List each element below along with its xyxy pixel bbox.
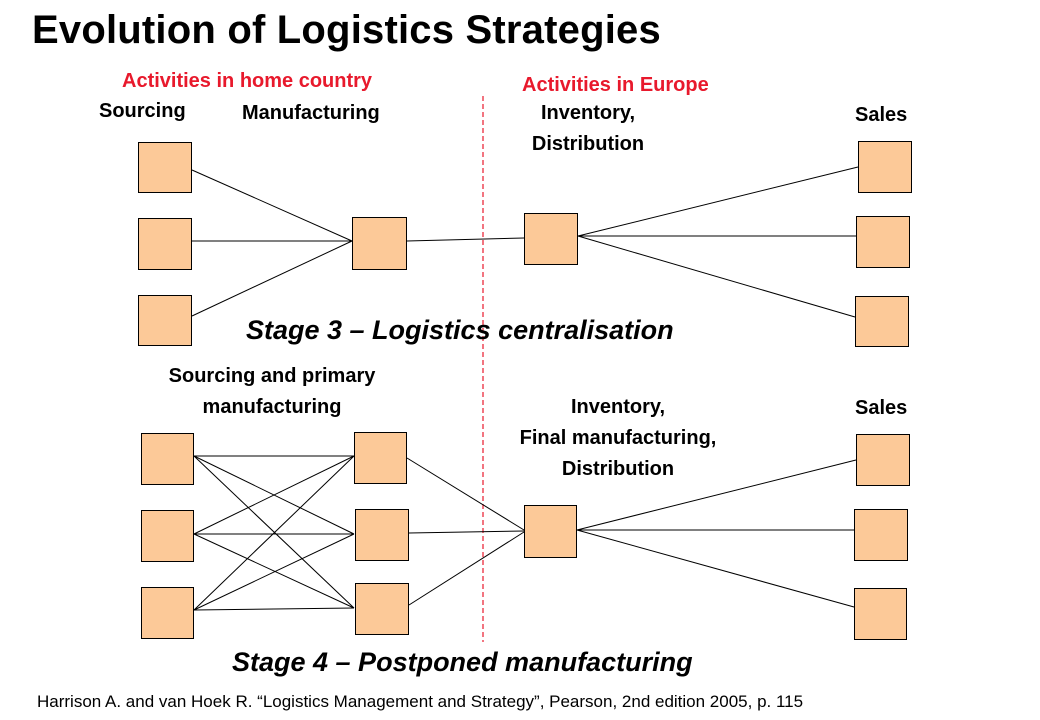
stage3-inventory-line1: Inventory, xyxy=(540,102,636,124)
link xyxy=(191,240,353,317)
link xyxy=(193,533,355,611)
stage3-inventory-line2: Distribution xyxy=(531,133,645,155)
stage4-caption: Stage 4 – Postponed manufacturing xyxy=(232,647,693,677)
link xyxy=(193,455,355,535)
stage4-inventory-line3: Distribution xyxy=(561,458,675,480)
link xyxy=(577,235,856,318)
stage3-sourcing-node-3 xyxy=(138,295,192,346)
europe-header: Activities in Europe xyxy=(522,74,709,96)
stage3-inventory-node xyxy=(524,213,578,265)
page-title: Evolution of Logistics Strategies xyxy=(32,8,661,52)
stage4-sourcing-label: Sourcing and primary manufacturing xyxy=(122,361,422,423)
link xyxy=(408,530,525,534)
stage4-sourcing-node-2 xyxy=(141,510,194,562)
stage4-inventory-line2: Final manufacturing, xyxy=(519,427,717,449)
link xyxy=(193,455,355,611)
stage4-sourcing-line2: manufacturing xyxy=(202,396,342,418)
link xyxy=(576,529,855,608)
stage3-sales-node-3 xyxy=(855,296,909,347)
stage4-sales-node-3 xyxy=(854,588,907,640)
stage4-links xyxy=(193,455,857,611)
citation: Harrison A. and van Hoek R. “Logistics M… xyxy=(37,692,804,711)
stage4-inventory-line1: Inventory, xyxy=(570,396,666,418)
stage4-sales-label: Sales xyxy=(855,397,908,419)
link xyxy=(191,169,353,242)
link xyxy=(577,166,859,237)
stage4-inventory-label: Inventory, Final manufacturing, Distribu… xyxy=(468,392,768,485)
stage3-sales-node-1 xyxy=(858,141,912,193)
stage4-sourcing-line1: Sourcing and primary xyxy=(168,365,376,387)
stage4-primary-mfg-node-3 xyxy=(355,583,409,635)
stage3-manufacturing-node xyxy=(352,217,407,270)
stage4-final-hub-node xyxy=(524,505,577,558)
stage4-sourcing-node-1 xyxy=(141,433,194,485)
stage3-sales-node-2 xyxy=(856,216,910,268)
stage4-primary-mfg-node-2 xyxy=(355,509,409,561)
link xyxy=(193,607,355,611)
stage4-sales-node-1 xyxy=(856,434,910,486)
home-country-header: Activities in home country xyxy=(122,70,373,92)
link xyxy=(193,533,355,609)
stage3-sourcing-label: Sourcing xyxy=(99,100,186,122)
stage4-primary-mfg-node-1 xyxy=(354,432,407,484)
stage3-links xyxy=(191,166,859,318)
stage3-sales-label: Sales xyxy=(855,104,908,126)
link xyxy=(408,531,525,606)
stage3-inventory-label: Inventory, Distribution xyxy=(498,98,678,160)
link xyxy=(193,455,355,609)
stage3-sourcing-node-2 xyxy=(138,218,192,270)
stage3-caption: Stage 3 – Logistics centralisation xyxy=(246,315,674,345)
stage3-sourcing-node-1 xyxy=(138,142,192,193)
stage4-sales-node-2 xyxy=(854,509,908,561)
link xyxy=(406,457,525,531)
link xyxy=(406,237,525,242)
stage3-manufacturing-label: Manufacturing xyxy=(242,102,380,124)
stage4-sourcing-node-3 xyxy=(141,587,194,639)
link xyxy=(576,459,857,531)
